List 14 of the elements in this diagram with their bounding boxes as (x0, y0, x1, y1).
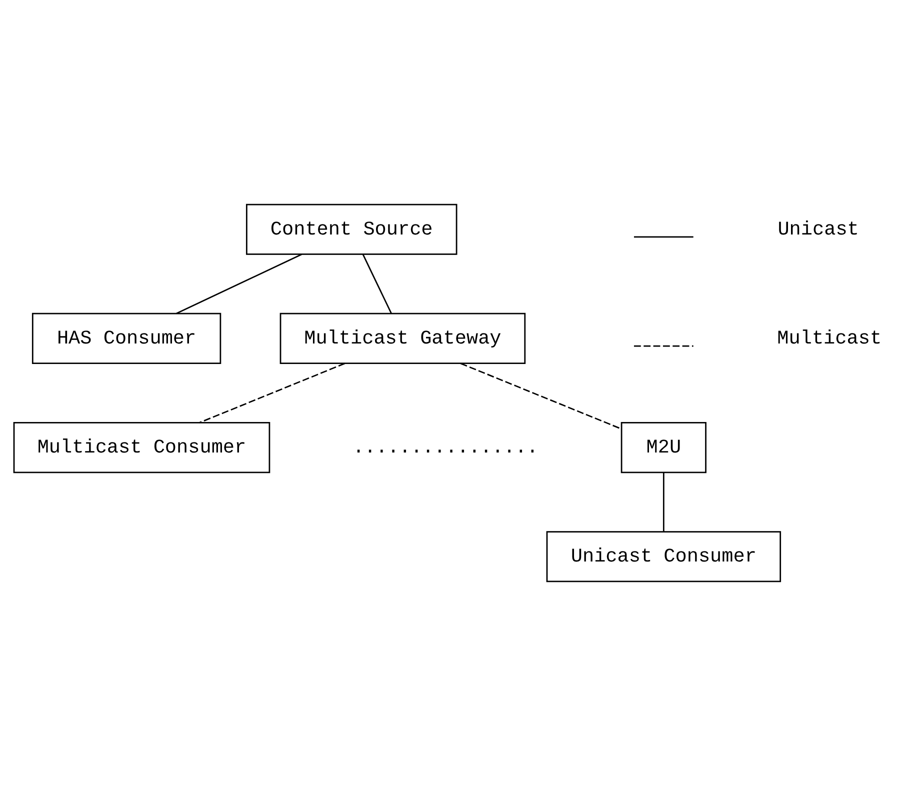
node-box: Content Source (246, 203, 458, 254)
node-box: Unicast Consumer (546, 530, 782, 582)
node-box: HAS Consumer (32, 312, 222, 364)
connector (662, 472, 664, 532)
connector (199, 362, 346, 423)
connector (460, 362, 622, 430)
legend-label: Unicast (778, 218, 859, 240)
label: ................ (352, 436, 538, 458)
connector (176, 253, 302, 314)
connector (362, 254, 392, 314)
node-box: Multicast Consumer (13, 422, 270, 473)
legend-label: Multicast (777, 327, 882, 350)
node-box: M2U (620, 422, 706, 473)
node-box: Multicast Gateway (280, 312, 526, 364)
